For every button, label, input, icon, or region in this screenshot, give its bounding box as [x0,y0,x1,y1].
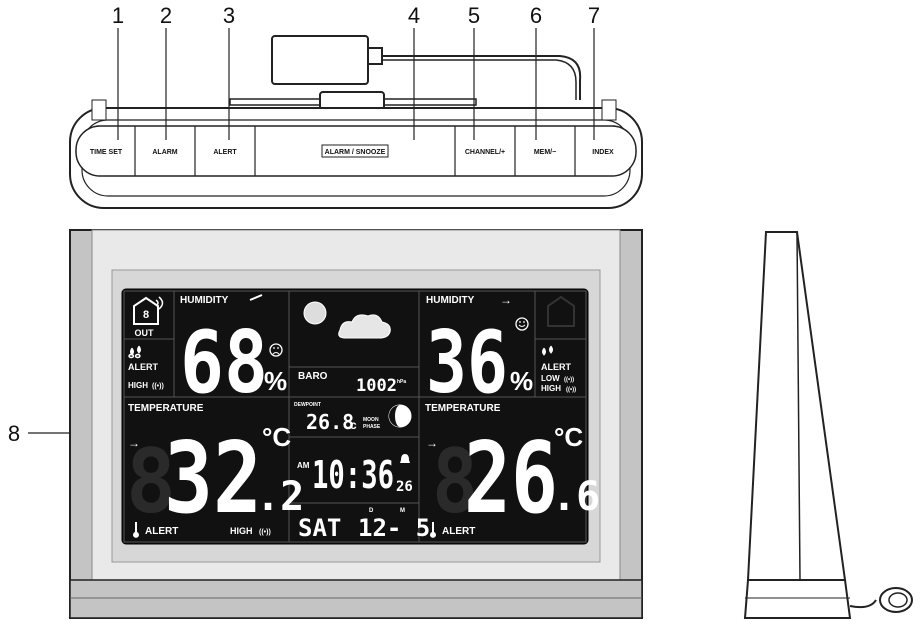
dewpoint-label: DEWPOINT [294,402,321,408]
callout-1: 1 [112,3,124,28]
outdoor-humidity-high-label: HIGH [128,381,148,390]
weekday: SAT [298,514,341,542]
channel-button[interactable]: CHANNEL/+ [465,149,505,156]
callout-8: 8 [8,421,20,446]
indoor-low-ring-icon: ((•)) [564,377,574,383]
side-housing [746,231,847,581]
callout-7: 7 [588,3,600,28]
alert-button[interactable]: ALERT [213,149,237,156]
indoor-temp-alert-label: ALERT [442,526,475,537]
am-label: AM [297,461,310,470]
outdoor-temp-high-label: HIGH [230,526,253,536]
outdoor-temp-alert-label: ALERT [145,526,178,537]
alarm-ring-icon: ((•)) [152,383,164,390]
svg-text:8: 8 [126,430,176,533]
sun-icon [303,301,327,325]
indoor-humidity-drops-icon [542,345,553,356]
power-adapter [271,35,369,85]
side-view [743,231,913,619]
indoor-high-ring-icon: ((•)) [566,387,576,393]
outdoor-humidity-label: HUMIDITY [180,295,229,306]
outdoor-temp-int: 32 [164,422,262,536]
moon-label: MOON [363,417,379,423]
time-set-button[interactable]: TIME SET [90,149,123,156]
outdoor-humidity-percent: % [264,366,287,396]
indoor-temperature-label: TEMPERATURE [425,403,501,414]
callout-5: 5 [468,3,480,28]
left-vent [91,99,107,121]
alarm-bell-icon [400,454,410,463]
front-view: 8 OUT ⴰⴰ ALERT HIGH ((•)) HUMIDITY 68 % … [69,229,643,619]
out-label: OUT [135,328,155,338]
humidity-trend-icon [249,294,263,301]
cloud-icon [338,314,391,339]
baro-label: BARO [298,371,328,382]
right-vent [601,99,617,121]
dewpoint-unit: c [350,418,357,432]
outdoor-thermometer-icon [133,522,139,538]
callout-2: 2 [160,3,172,28]
side-cable [849,599,877,609]
outdoor-humidity-alert-label: ALERT [128,362,158,372]
plug-connector [367,47,383,65]
indoor-humidity-value: 36 [426,313,508,413]
outdoor-humidity-value: 68 [180,313,268,413]
indoor-humidity-label: HUMIDITY [426,295,475,306]
indoor-humidity-trend-icon: → [500,293,512,307]
baro-unit: hPa [397,379,406,385]
indoor-humidity-alert-label: ALERT [541,362,571,372]
svg-text:8: 8 [143,309,149,321]
indoor-temp-int: 26 [464,422,558,536]
baro-value: 1002 [356,376,397,396]
indoor-humidity-percent: % [510,366,533,396]
dewpoint-value: 26.8 [306,410,354,434]
outdoor-temp-dec: .2 [256,474,304,520]
lcd-screen [121,288,589,545]
outdoor-house-icon [133,296,159,325]
svg-text:8: 8 [432,430,478,533]
callout-6: 6 [530,3,542,28]
humidity-drops-icon: ⴰⴰ [128,350,141,361]
outdoor-temp-trend-icon: → [128,436,140,450]
indoor-celsius: °C [554,422,583,452]
clock-seconds: 26 [396,479,413,495]
indoor-temp-dec: .6 [552,474,600,520]
clock-time: 10:36 [312,453,394,497]
sad-face-icon [269,343,283,357]
power-cable [382,55,582,100]
month-indicator: M [400,508,405,514]
day-indicator: D [369,508,374,514]
indoor-humidity-high-label: HIGH [541,384,561,393]
date-value: 12- 5 [358,514,430,542]
side-base [743,579,852,619]
phase-label: PHASE [363,424,381,430]
callout-4: 4 [408,3,420,28]
power-cable-inner [382,59,577,100]
signal-icon [155,296,164,310]
alarm-snooze-button[interactable]: ALARM / SNOOZE [325,149,386,156]
indoor-humidity-low-label: LOW [541,374,560,383]
indoor-temp-trend-icon: → [426,436,438,450]
outdoor-temp-ring-icon: ((•)) [259,529,271,536]
mem-button[interactable]: MEM/− [534,149,556,156]
outdoor-temperature-label: TEMPERATURE [128,403,204,414]
indoor-house-icon [547,295,575,327]
callout-3: 3 [223,3,235,28]
index-button[interactable]: INDEX [592,149,614,156]
happy-face-icon [515,317,529,331]
alarm-button[interactable]: ALARM [152,149,177,156]
outdoor-celsius: °C [262,422,291,452]
callouts: 1 2 3 4 5 6 7 8 [8,3,600,446]
top-view: TIME SET ALARM ALERT ALARM / SNOOZE CHAN… [69,35,643,209]
indoor-thermometer-icon [430,522,436,538]
